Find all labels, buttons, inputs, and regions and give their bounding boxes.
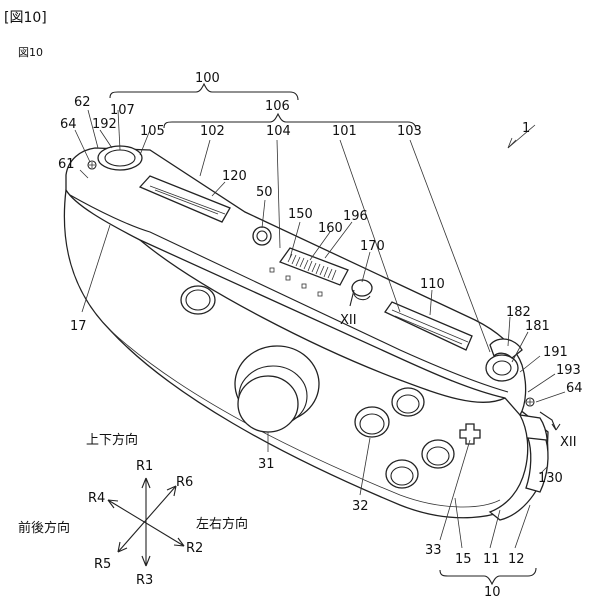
axis-r6: R6 (176, 475, 193, 490)
button-170-base (353, 293, 371, 301)
label-182: 182 (506, 305, 531, 320)
face-button-32 (354, 406, 390, 438)
label-105: 105 (140, 124, 165, 139)
connector-160 (278, 247, 349, 286)
axis-r1: R1 (136, 459, 153, 474)
label-64-left: 64 (60, 117, 77, 132)
label-50: 50 (256, 185, 273, 200)
screw-64-left (87, 160, 97, 170)
label-100: 100 (195, 71, 220, 86)
face-button-bottom (385, 459, 419, 489)
label-191: 191 (543, 345, 568, 360)
screw-64-right (525, 397, 535, 407)
screw-64-left-cross (89, 162, 95, 168)
button-50-inner (256, 230, 268, 242)
label-10: 10 (484, 585, 501, 600)
rail-102-inner (149, 185, 226, 215)
axis-front-back-label: 前後方向 (18, 520, 70, 536)
face-button-top (391, 387, 425, 417)
rail-110-inner (391, 309, 469, 343)
analog-stick-top (237, 375, 299, 433)
section-line-xii-right (539, 411, 557, 431)
right-cap-191 (485, 354, 519, 382)
button-50 (252, 226, 272, 246)
label-64-right: 64 (566, 381, 583, 396)
housing-ridge-line (69, 194, 509, 393)
button-170 (351, 279, 373, 297)
axis-up-down-label: 上下方向 (86, 432, 138, 448)
axis-r5: R5 (94, 557, 111, 572)
face-button-right-inner (426, 446, 450, 466)
trigger-182 (489, 338, 523, 359)
label-181: 181 (525, 319, 550, 334)
label-104: 104 (266, 124, 291, 139)
label-160: 160 (318, 221, 343, 236)
direction-axes (107, 477, 185, 567)
axis-r2: R2 (186, 541, 203, 556)
section-arrow-xii-right (551, 423, 561, 431)
label-17: 17 (70, 319, 87, 334)
housing-bottom-edge (109, 329, 501, 508)
bracket-title: [図10] (4, 10, 47, 26)
side-button-130 (525, 437, 549, 493)
label-12: 12 (508, 552, 525, 567)
face-button-right (421, 439, 455, 469)
label-196: 196 (343, 209, 368, 224)
label-150: 150 (288, 207, 313, 222)
leader-lines (74, 109, 566, 549)
figure-label: 図10 (18, 46, 43, 59)
label-33: 33 (425, 543, 442, 558)
face-button-32-inner (359, 413, 385, 435)
label-130: 130 (538, 471, 563, 486)
bracket-100 (109, 82, 299, 101)
rail-110 (384, 301, 473, 351)
label-170: 170 (360, 239, 385, 254)
label-11: 11 (483, 552, 500, 567)
face-button-capture-inner (185, 289, 211, 311)
axis-r3: R3 (136, 573, 153, 588)
label-101: 101 (332, 124, 357, 139)
label-31: 31 (258, 457, 275, 472)
label-62: 62 (74, 95, 91, 110)
axis-r4: R4 (88, 491, 105, 506)
label-193: 193 (556, 363, 581, 378)
label-15: 15 (455, 552, 472, 567)
label-110: 110 (420, 277, 445, 292)
label-xii-right: XII (560, 435, 577, 450)
label-61: 61 (58, 157, 75, 172)
label-192: 192 (92, 117, 117, 132)
label-103: 103 (397, 124, 422, 139)
face-button-top-inner (396, 394, 420, 414)
bracket-10 (439, 567, 537, 586)
label-102: 102 (200, 124, 225, 139)
section-line-xii-upper (349, 289, 355, 307)
right-cap-inner (492, 360, 512, 376)
rail-102-inner2 (154, 189, 219, 215)
label-120: 120 (222, 169, 247, 184)
rail-110-inner2 (394, 315, 463, 345)
label-107: 107 (110, 103, 135, 118)
label-1: 1 (522, 121, 530, 136)
label-32: 32 (352, 499, 369, 514)
screw-64-right-cross (527, 399, 533, 405)
face-button-bottom-inner (390, 466, 414, 486)
label-xii-upper: XII (340, 313, 357, 328)
plus-button-33 (459, 423, 481, 445)
axis-left-right-label: 左右方向 (196, 516, 248, 532)
led-indicators-150 (269, 267, 323, 297)
label-106: 106 (265, 99, 290, 114)
bracket-106 (163, 112, 417, 131)
